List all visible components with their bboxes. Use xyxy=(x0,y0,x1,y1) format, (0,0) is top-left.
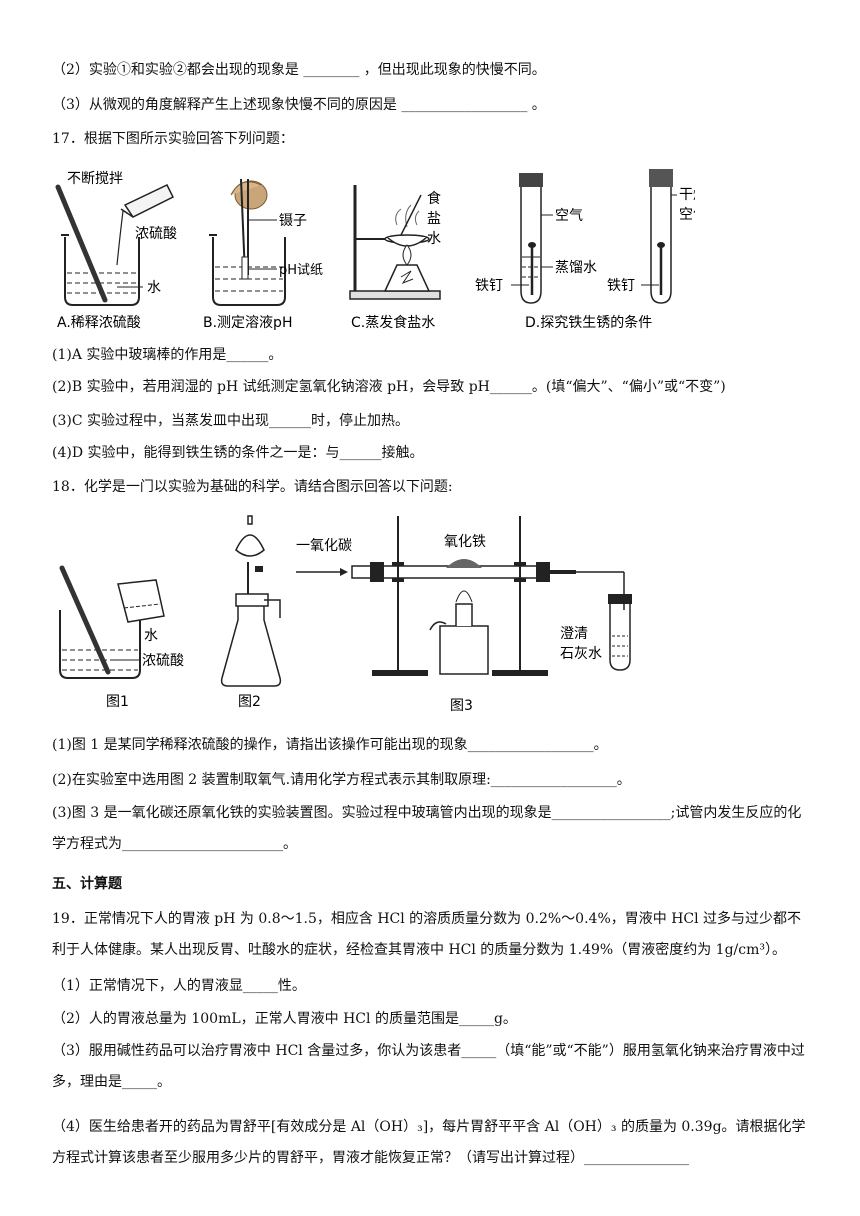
fig3-label-lime-2: 石灰水 xyxy=(560,646,602,662)
q18-figure: 水 浓硫酸 图1 图2 一氧化碳 氧化铁 xyxy=(52,510,652,715)
figure-3-co-reduction: 一氧化碳 氧化铁 澄清 石灰水 图3 xyxy=(296,516,632,714)
q18-stem: 18．化学是一门以实验为基础的科学。请结合图示回答以下问题: xyxy=(52,479,453,495)
figure-1-wrong-dilution: 水 浓硫酸 图1 xyxy=(59,565,184,710)
c-label-salt-2: 盐 xyxy=(427,211,441,227)
q17-figure: 不断搅拌 浓硫酸 水 A.稀释浓硫酸 镊子 pH试纸 B.测定溶液pH 食 xyxy=(55,165,695,337)
d-label-dry-2: 空气 xyxy=(679,207,695,223)
fig1-caption: 图1 xyxy=(106,694,129,710)
q19-part2: （2）人的胃液总量为 100mL，正常人胃液中 HCl 的质量范围是_____g… xyxy=(52,1011,517,1027)
q17-part2: (2)B 实验中，若用润湿的 pH 试纸测定氢氧化钠溶液 pH，会导致 pH__… xyxy=(52,379,726,395)
fig3-label-fe2o3: 氧化铁 xyxy=(444,534,486,550)
a-label-stir: 不断搅拌 xyxy=(67,171,123,187)
figure-2-flask: 图2 xyxy=(220,515,282,710)
fig2-caption: 图2 xyxy=(238,694,261,710)
b-label-tweezer: 镊子 xyxy=(279,213,307,229)
fig1-label-acid: 浓硫酸 xyxy=(142,653,184,669)
q19-stem: 19．正常情况下人的胃液 pH 为 0.8～1.5，相应含 HCl 的溶质质量分… xyxy=(52,911,802,958)
d-label-dry-1: 干燥 xyxy=(679,187,695,203)
d-label-water: 蒸馏水 xyxy=(555,260,597,276)
q17-stem: 17．根据下图所示实验回答下列问题： xyxy=(52,131,294,147)
d-label-nail-2: 铁钉 xyxy=(607,278,635,294)
figure-d-rusting: 空气 蒸馏水 铁钉 干燥 空气 铁钉 D.探究铁生锈的条件 xyxy=(475,169,695,331)
figure-a-dilution: 不断搅拌 浓硫酸 水 A.稀释浓硫酸 xyxy=(55,171,177,331)
q19-part4: （4）医生给患者开的药品为胃舒平[有效成分是 Al（OH）₃]，每片胃舒平平含 … xyxy=(52,1119,806,1166)
a-label-water: 水 xyxy=(147,280,161,296)
q17-part3: (3)C 实验过程中，当蒸发皿中出现______时，停止加热。 xyxy=(52,413,409,429)
c-label-salt-1: 食 xyxy=(427,190,441,207)
q17-part1: (1)A 实验中玻璃棒的作用是______。 xyxy=(52,347,283,363)
q18-part3: (3)图 3 是一氧化碳还原氧化铁的实验装置图。实验过程中玻璃管内出现的现象是_… xyxy=(52,805,802,852)
fig1-label-water: 水 xyxy=(144,628,158,644)
q18-part2: (2)在实验室中选用图 2 装置制取氧气.请用化学方程式表示其制取原理:____… xyxy=(52,772,631,788)
a-caption: A.稀释浓硫酸 xyxy=(57,315,141,331)
section-title-calculation: 五、计算题 xyxy=(52,876,122,892)
q18-part1: (1)图 1 是某同学稀释浓硫酸的操作，请指出该操作可能出现的现象_______… xyxy=(52,737,608,753)
a-label-acid: 浓硫酸 xyxy=(135,226,177,242)
figure-c-evaporation: 食 盐 水 C.蒸发食盐水 xyxy=(349,185,441,331)
fig3-label-lime-1: 澄清 xyxy=(560,626,588,642)
b-label-paper: pH试纸 xyxy=(279,263,323,278)
d-caption: D.探究铁生锈的条件 xyxy=(525,314,652,331)
fig3-label-co: 一氧化碳 xyxy=(296,538,352,554)
fig3-caption: 图3 xyxy=(450,698,473,714)
q17-part4: (4)D 实验中，能得到铁生锈的条件之一是：与______接触。 xyxy=(52,445,424,461)
d-label-nail-1: 铁钉 xyxy=(475,278,503,294)
q19-part1: （1）正常情况下，人的胃液显_____性。 xyxy=(52,978,306,994)
q16-part3: （3）从微观的角度解释产生上述现象快慢不同的原因是 ______________… xyxy=(52,97,546,113)
q19-part3: （3）服用碱性药品可以治疗胃液中 HCl 含量过多，你认为该患者_____（填“… xyxy=(52,1043,805,1090)
q16-part2: （2）实验①和实验②都会出现的现象是 ________ ，但出现此现象的快慢不同… xyxy=(52,62,546,78)
c-label-salt-3: 水 xyxy=(427,231,441,247)
b-caption: B.测定溶液pH xyxy=(203,315,292,331)
figure-b-ph: 镊子 pH试纸 B.测定溶液pH xyxy=(203,178,323,331)
d-label-air: 空气 xyxy=(555,208,583,224)
c-caption: C.蒸发食盐水 xyxy=(351,314,435,331)
